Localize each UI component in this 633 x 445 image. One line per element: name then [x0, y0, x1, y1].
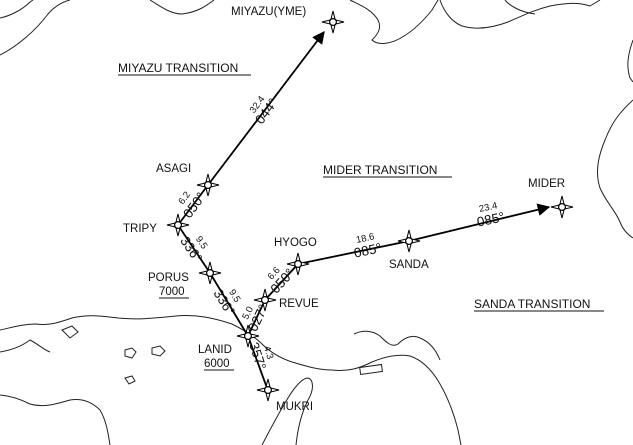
- mukri-label: MUKRI: [276, 401, 313, 413]
- route-revue-hyogo: [264, 263, 299, 301]
- miyazu-fix-icon: [321, 10, 345, 34]
- leg-lanid-mukri: 4.3 357°: [246, 340, 276, 371]
- mider-label: MIDER: [528, 178, 565, 190]
- leg-distance: 18.6: [355, 231, 375, 246]
- leg-porus-lanid: 9.5 336°: [210, 287, 242, 319]
- mider-fix-icon: [550, 195, 574, 219]
- miyazu-label: MIYAZU(YME): [231, 6, 306, 18]
- miyazu-transition-title: MIYAZU TRANSITION: [118, 61, 238, 75]
- route-tripy-porus: [177, 224, 211, 274]
- leg-distance: 23.4: [478, 200, 498, 215]
- airport-runway-box: [359, 363, 384, 376]
- sanda-transition-title: SANDA TRANSITION: [474, 297, 590, 311]
- route-sanda-mider: [408, 203, 551, 242]
- route-lanid-revue: [247, 299, 266, 337]
- route-tripy-asagi: [177, 184, 209, 226]
- mider-transition-title: MIDER TRANSITION: [323, 163, 437, 177]
- asagi-label: ASAGI: [156, 163, 191, 175]
- route-asagi-miyazu: [207, 30, 325, 186]
- porus-fix-icon: [198, 261, 222, 285]
- porus-label: PORUS: [148, 272, 189, 284]
- tripy-label: TRIPY: [123, 223, 157, 235]
- leg-hyogo-sanda: 18.6 085°: [353, 231, 383, 260]
- revue-label: REVUE: [279, 298, 319, 310]
- leg-distance: 4.3: [261, 345, 276, 361]
- porus-altitude: 7000: [159, 286, 185, 298]
- hyogo-label: HYOGO: [274, 237, 317, 249]
- leg-course: 357°: [246, 340, 269, 371]
- leg-distance: 5.0: [240, 305, 256, 322]
- lanid-label: LANID: [198, 344, 232, 356]
- leg-course: 085°: [476, 209, 506, 229]
- route-hyogo-sanda: [297, 240, 410, 265]
- mukri-fix-icon: [256, 378, 280, 402]
- sanda-label: SANDA: [389, 259, 429, 271]
- leg-course: 085°: [353, 240, 383, 260]
- route-porus-lanid: [209, 272, 249, 337]
- leg-tripy-porus: 9.5 336°: [177, 234, 209, 266]
- route-lanid-mukri: [247, 335, 268, 389]
- leg-sanda-mider: 23.4 085°: [476, 200, 506, 229]
- route-layer: [177, 30, 551, 389]
- lanid-altitude: 6000: [204, 358, 230, 370]
- sanda-fix-icon: [397, 229, 421, 253]
